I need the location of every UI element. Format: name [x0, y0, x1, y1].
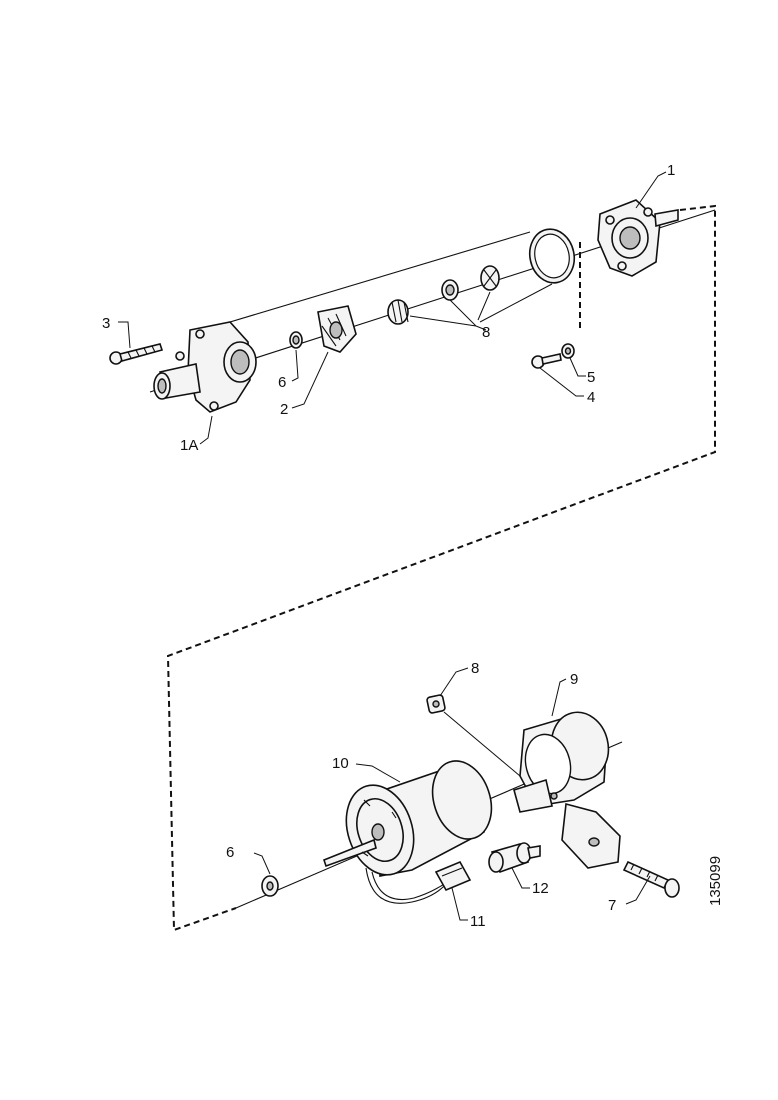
leader-line-5 [569, 357, 586, 377]
part-10-electric-motor [323, 760, 493, 877]
leader-line-6-top [291, 349, 299, 382]
dashed-assembly-connector [166, 204, 716, 932]
callout-2: 2 [280, 401, 288, 418]
callout-4: 4 [587, 389, 595, 406]
callout-9: 9 [570, 671, 578, 688]
o-ring [528, 228, 576, 284]
leader-line-8-bottom [439, 667, 521, 777]
assembly-axis-line-upper [209, 231, 531, 329]
leader-line-6-bottom [253, 852, 271, 875]
washers [441, 265, 500, 301]
leader-line-2 [291, 351, 329, 409]
part-6-washer-bottom [261, 875, 279, 897]
part-2-impeller [317, 305, 357, 353]
part-6-seal-top [289, 331, 303, 349]
part-12-sleeve [488, 842, 541, 874]
callout-1a: 1A [180, 437, 198, 454]
callout-5: 5 [587, 369, 595, 386]
part-1-pump-cover [597, 199, 679, 277]
spring [387, 299, 409, 325]
leader-line-3 [118, 321, 131, 349]
pump-assembly [109, 171, 716, 445]
leader-line-11 [451, 887, 468, 921]
part-11-connector [434, 860, 472, 892]
leader-line-7 [625, 875, 651, 905]
callout-6-bottom: 6 [226, 844, 234, 861]
reference-number: 135099 [707, 856, 724, 906]
leader-line-4 [539, 367, 584, 397]
callout-3: 3 [102, 315, 110, 332]
part-1a-pump-housing [153, 321, 257, 413]
callout-8-bottom: 8 [471, 660, 479, 677]
callout-6-top: 6 [278, 374, 286, 391]
leader-line-1 [635, 171, 667, 209]
leader-line-10 [355, 763, 401, 783]
part-5-washer [561, 343, 575, 359]
callout-8-top: 8 [482, 324, 490, 341]
leader-line-9 [551, 678, 567, 717]
part-4-screw [531, 353, 562, 369]
callout-11: 11 [470, 913, 486, 930]
callout-10: 10 [332, 755, 349, 772]
callout-1: 1 [667, 162, 675, 179]
callout-7: 7 [608, 897, 616, 914]
motor-assembly [235, 667, 680, 921]
leader-line-8-top [409, 283, 553, 331]
part-3-bolt [109, 343, 164, 365]
part-9-mounting-bracket [513, 711, 621, 869]
leader-line-1a [199, 415, 213, 445]
part-8-clip-nut [426, 694, 446, 714]
part-7-bolt [622, 860, 680, 898]
callout-12: 12 [532, 880, 549, 897]
leader-line-12 [511, 867, 530, 889]
